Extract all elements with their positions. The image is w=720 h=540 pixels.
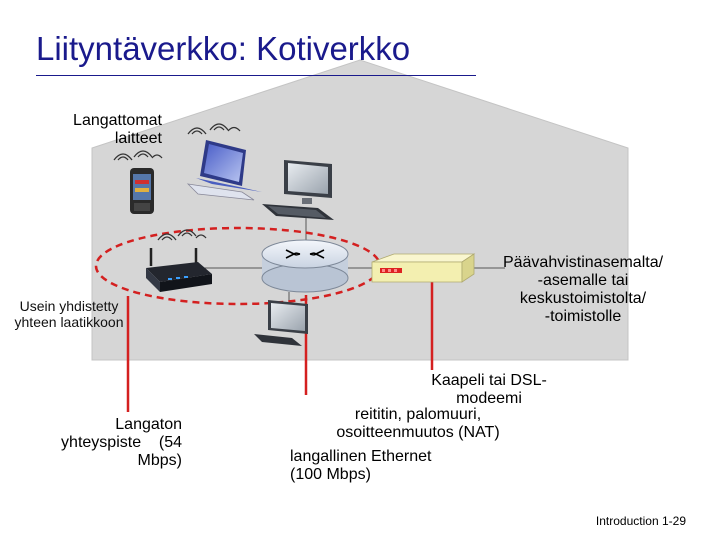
- modem-label: Kaapeli tai DSL- modeemi: [424, 372, 554, 408]
- cable-modem-icon: [372, 254, 474, 282]
- headend-label: Päävahvistinasemalta/ -asemalle tai kesk…: [478, 254, 688, 326]
- slide-footer: Introduction 1-29: [596, 514, 686, 528]
- often-combined-label: Usein yhdistetty yhteen laatikkoon: [6, 298, 132, 330]
- router-icon: [262, 240, 348, 292]
- wireless-devices-label: Langattomat laitteet: [50, 112, 162, 148]
- router-label: reititin, palomuuri, osoitteenmuutos (NA…: [318, 406, 518, 442]
- smartphone-icon: [130, 168, 154, 214]
- wired-ethernet-label: langallinen Ethernet (100 Mbps): [290, 448, 470, 484]
- footer-text: Introduction: [596, 514, 659, 528]
- slide-title: Liityntäverkko: Kotiverkko: [36, 30, 410, 68]
- wireless-access-point-label: Langaton yhteyspiste (54 Mbps): [36, 416, 182, 470]
- footer-page-number: 1-29: [662, 514, 686, 528]
- title-underline: [36, 75, 476, 76]
